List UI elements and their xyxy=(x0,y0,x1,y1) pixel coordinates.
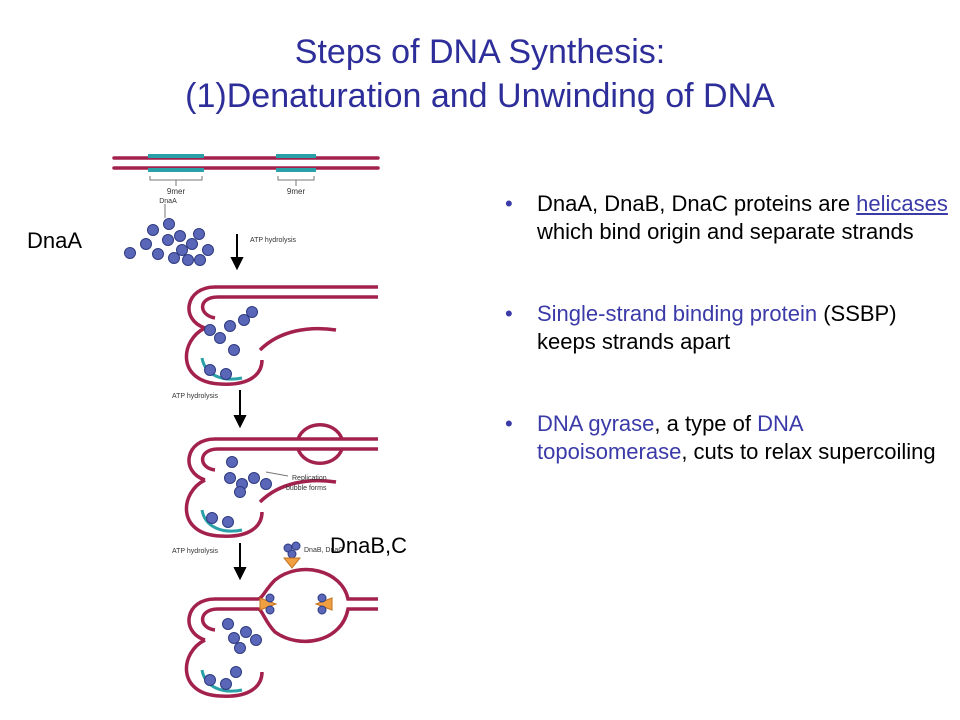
dna-unwinding-diagram: 9mer 9mer DnaA ATP hydrolysis ATP hydrol… xyxy=(112,154,380,698)
ninemer-label-2: 9mer xyxy=(287,187,306,196)
stage4-helicases xyxy=(259,593,333,615)
atp-label-3: ATP hydrolysis xyxy=(172,548,219,555)
ninemer-sites xyxy=(148,154,316,172)
stage2-loop xyxy=(184,285,378,386)
stage2-dnaa-proteins xyxy=(204,306,258,380)
replication-label: Replication xyxy=(292,475,327,482)
bullet-dot-icon: • xyxy=(505,411,513,436)
dnaa-protein-cluster xyxy=(124,218,214,266)
title-line-2: (1)Denaturation and Unwinding of DNA xyxy=(185,77,775,115)
bullet-gyrase: •DNA gyrase, a type of DNA topoisomerase… xyxy=(505,411,936,464)
ninemer-label-1: 9mer xyxy=(167,187,186,196)
bullet-dot-icon: • xyxy=(505,191,513,216)
atp-label-2: ATP hydrolysis xyxy=(172,393,219,400)
atp-label-1: ATP hydrolysis xyxy=(250,237,297,244)
dnab-dnac-complex xyxy=(282,541,302,569)
bullet-helicases: •DnaA, DnaB, DnaC proteins are helicases… xyxy=(505,191,948,244)
stage4-dnaa-proteins xyxy=(204,618,262,690)
helicases-link[interactable]: helicases xyxy=(856,191,948,216)
label-dnaa: DnaA xyxy=(27,228,83,253)
title-line-1: Steps of DNA Synthesis: xyxy=(294,33,666,71)
dnab-dnac-label: DnaB, DnaC xyxy=(304,547,343,554)
bullet-dot-icon: • xyxy=(505,301,513,326)
dnaa-small-label: DnaA xyxy=(159,198,177,205)
bubble-forms-label: bubble forms xyxy=(286,485,327,492)
label-dnabc: DnaB,C xyxy=(330,533,408,558)
stage4-bubble xyxy=(184,567,378,698)
bullet-list: •DnaA, DnaB, DnaC proteins are helicases… xyxy=(505,190,950,520)
stage3-loop xyxy=(184,423,378,538)
slide-title: Steps of DNA Synthesis: (1)Denaturation … xyxy=(0,30,960,118)
stage3-dnaa-proteins xyxy=(206,456,272,528)
bullet-ssbp: •Single-strand binding protein (SSBP) ke… xyxy=(505,301,897,354)
